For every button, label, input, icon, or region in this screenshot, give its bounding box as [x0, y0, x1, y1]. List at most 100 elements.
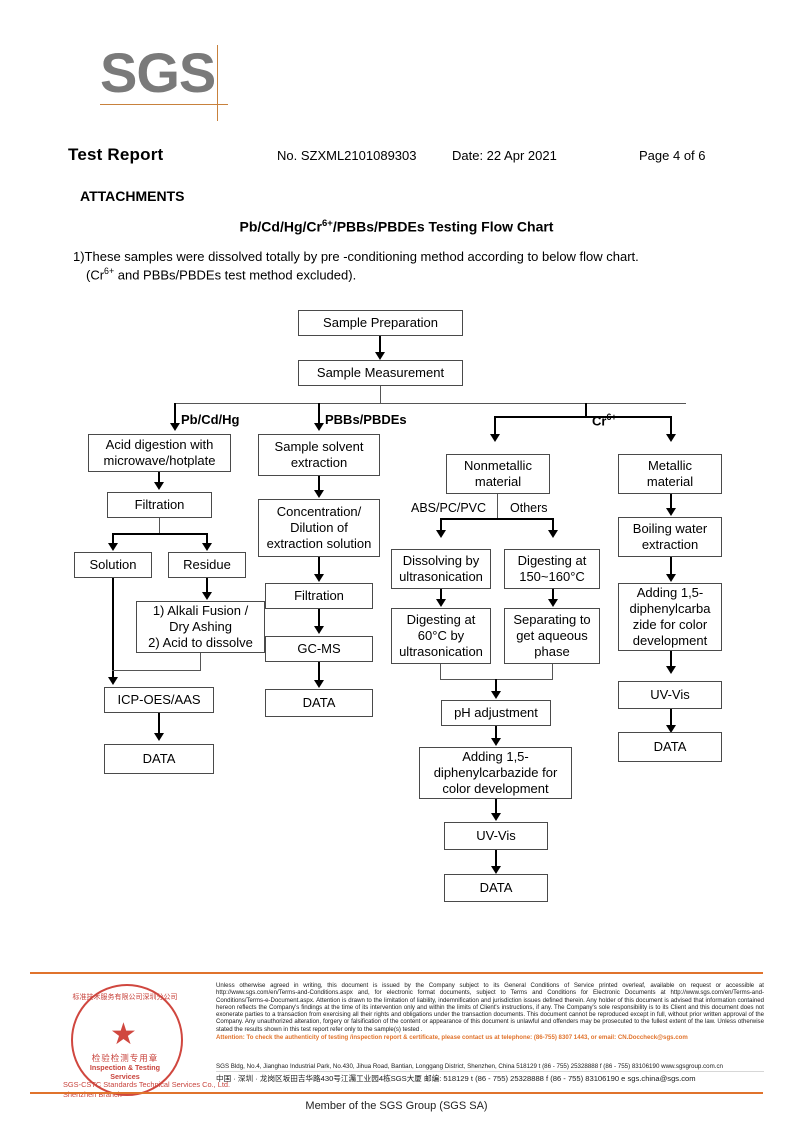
arrow-branch-pb — [170, 423, 180, 431]
seal-arc-text: 标准技术服务有限公司深圳分公司 — [72, 994, 178, 1001]
node-data-left: DATA — [104, 744, 214, 774]
connector-filtration-to-gcms — [318, 609, 320, 627]
arrow-acid-to-filtration — [154, 482, 164, 490]
connector-split-bus — [175, 403, 686, 405]
member-of-group-line: Member of the SGS Group (SGS SA) — [305, 1100, 488, 1112]
node-adding-dpc-metal: Adding 1,5- diphenylcarba zide for color… — [618, 583, 722, 651]
seal-subtitle-line-1: SGS-CSTC Standards Technical Services Co… — [63, 1080, 231, 1089]
note-line-2-superscript: 6+ — [104, 266, 115, 276]
arrow-to-dissolving — [436, 530, 446, 538]
node-metallic-material: Metallic material — [618, 454, 722, 494]
address-english: SGS Bldg, No.4, Jianghao Industrial Park… — [216, 1063, 724, 1070]
seal-subtitle-line-2: Shenzhen Branch — [63, 1090, 122, 1099]
connector-solution-drop — [112, 533, 114, 545]
node-digesting150-line-1: Digesting at — [517, 553, 587, 568]
arrow-residue-to-alkali — [202, 592, 212, 600]
page-indicator: Page 4 of 6 — [639, 148, 706, 163]
note-line-2: (Cr6+ and PBBs/PBDEs test method exclude… — [86, 266, 356, 282]
connector-measure-down — [380, 386, 382, 404]
node-nonmetallic-line-2: material — [474, 474, 522, 489]
footer-rule-bottom — [30, 1092, 763, 1094]
connector-dissolving-drop — [440, 518, 442, 532]
connector-icp-to-data — [158, 713, 160, 735]
address-separator — [216, 1071, 764, 1072]
node-dpc-metal-line-4: development — [632, 633, 708, 648]
connector-dissolving-to-digesting60 — [440, 589, 442, 601]
node-digesting60-line-2: 60°C by — [417, 628, 465, 643]
node-dpc-cr-line-1: Adding 1,5- — [462, 749, 529, 764]
arrow-dpc-to-uvvis-metal — [666, 666, 676, 674]
node-uv-vis-metal: UV-Vis — [618, 681, 722, 709]
arrow-metallic-to-boiling — [666, 508, 676, 516]
legal-paragraph-text: Unless otherwise agreed in writing, this… — [216, 982, 764, 1033]
node-digesting-60: Digesting at 60°C by ultrasonication — [391, 608, 491, 664]
connector-dpc-to-uvvis-metal — [670, 651, 672, 667]
note-line-1: 1)These samples were dissolved totally b… — [73, 249, 639, 264]
flowchart-title-part1: Pb/Cd/Hg/Cr — [239, 218, 322, 235]
connector-prep-to-measure — [379, 336, 381, 354]
node-data-mid: DATA — [265, 689, 373, 717]
arrow-solvent-to-conc — [314, 490, 324, 498]
node-metallic-line-1: Metallic — [647, 458, 693, 473]
node-separating-line-1: Separating to — [513, 612, 591, 627]
arrow-to-residue — [202, 543, 212, 551]
arrow-merge-to-ph — [491, 691, 501, 699]
node-dissolving-line-1: Dissolving by — [402, 553, 480, 568]
node-concentration-line-3: extraction solution — [266, 536, 372, 551]
connector-metallic-to-boiling — [670, 494, 672, 510]
arrow-prep-to-measure — [375, 352, 385, 360]
arrow-to-nonmetallic — [490, 434, 500, 442]
branch-label-cr6: Cr6+ — [592, 412, 617, 428]
legal-attention-text: Attention: To check the authenticity of … — [216, 1034, 688, 1042]
flowchart-title-part2: /PBBs/PBDEs Testing Flow Chart — [332, 218, 554, 235]
node-separating-line-3: phase — [534, 644, 570, 659]
connector-nonmetallic-down — [497, 494, 499, 518]
node-dissolving-line-2: ultrasonication — [399, 569, 483, 584]
node-sample-solvent-line-1: Sample solvent — [274, 439, 364, 454]
node-concentration-line-1: Concentration/ — [276, 504, 362, 519]
sgs-logo: SGS — [100, 45, 218, 103]
node-boiling-line-2: extraction — [641, 537, 699, 552]
node-concentration-dilution: Concentration/ Dilution of extraction so… — [258, 499, 380, 557]
node-dpc-metal-line-3: zide for color — [632, 617, 708, 632]
connector-metallic-drop — [670, 416, 672, 436]
node-nonmetallic-line-1: Nonmetallic — [464, 458, 532, 473]
connector-filtration-bus — [112, 533, 208, 535]
connector-residue-drop — [206, 533, 208, 545]
connector-digesting150-drop — [552, 518, 554, 532]
branch-label-pb-cd-hg: Pb/Cd/Hg — [181, 412, 240, 427]
node-dpc-cr-line-2: diphenylcarbazide for — [433, 765, 558, 780]
connector-acid-to-filtration — [158, 472, 160, 484]
node-digesting60-line-3: ultrasonication — [399, 644, 483, 659]
node-acid-digestion-line-2: microwave/hotplate — [103, 453, 216, 468]
node-dpc-cr-line-3: color development — [442, 781, 549, 796]
node-dpc-metal-line-2: diphenylcarba — [629, 601, 711, 616]
node-dpc-metal-line-1: Adding 1,5- — [636, 585, 704, 600]
arrow-to-solution — [108, 543, 118, 551]
node-data-cr: DATA — [444, 874, 548, 902]
connector-uvvis-to-data-metal — [670, 709, 672, 727]
arrow-conc-to-filtration — [314, 574, 324, 582]
node-alkali-fusion: 1) Alkali Fusion / Dry Ashing 2) Acid to… — [136, 601, 265, 653]
node-sample-preparation: Sample Preparation — [298, 310, 463, 336]
arrow-to-digesting150 — [548, 530, 558, 538]
seal-english-text: Inspection & Testing Services — [89, 1063, 161, 1081]
connector-alkali-down — [200, 653, 202, 671]
node-gc-ms: GC-MS — [265, 636, 373, 662]
connector-branch-pbb-drop — [318, 403, 320, 427]
connector-separating-down — [552, 664, 554, 680]
connector-conc-to-filtration — [318, 557, 320, 575]
node-separating-aqueous: Separating to get aqueous phase — [504, 608, 600, 664]
node-metallic-line-2: material — [646, 474, 694, 489]
connector-nonmetallic-bus — [440, 518, 554, 520]
report-number: No. SZXML2101089303 — [277, 148, 417, 163]
arrow-to-metallic — [666, 434, 676, 442]
sublabel-abs-pc-pvc: ABS/PC/PVC — [411, 501, 487, 515]
node-alkali-fusion-line-3: 2) Acid to dissolve — [148, 635, 253, 650]
node-data-metal: DATA — [618, 732, 722, 762]
company-seal: 标准技术服务有限公司深圳分公司 ★ 检验检测专用章 Inspection & T… — [63, 982, 230, 1099]
connector-cr-split-bus — [494, 416, 672, 418]
connector-nonmetallic-drop — [494, 416, 496, 436]
node-filtration-mid: Filtration — [265, 583, 373, 609]
